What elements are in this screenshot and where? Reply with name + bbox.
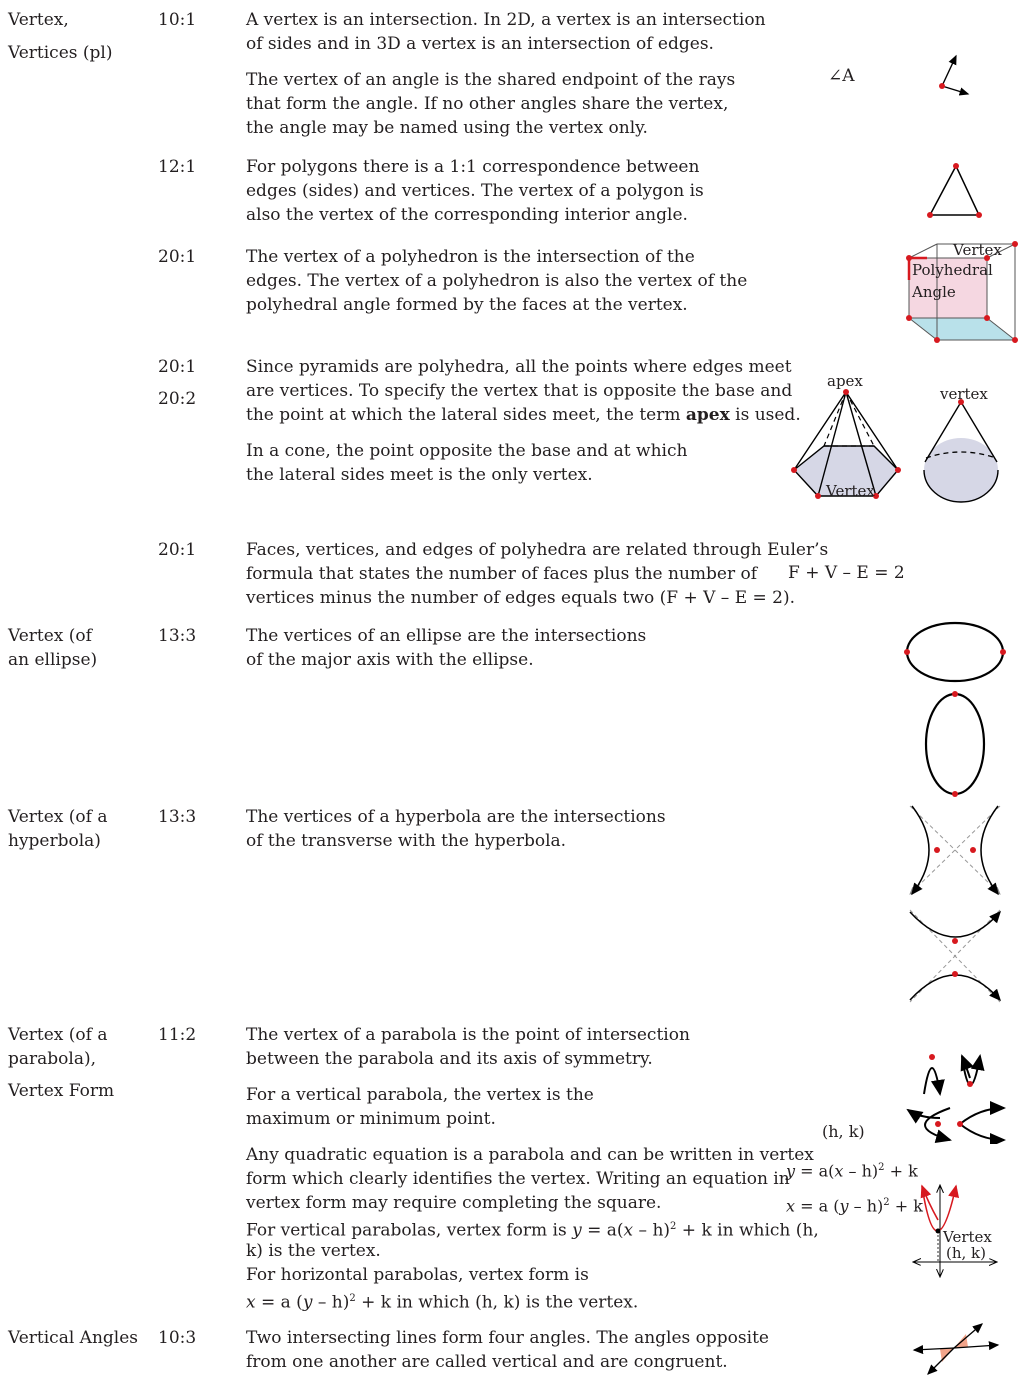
term-vertical-angles: Vertical Angles (8, 1328, 138, 1348)
definition-line: The vertex of an angle is the shared end… (246, 70, 736, 90)
definition-line: For a vertical parabola, the vertex is t… (246, 1085, 594, 1105)
definition-line: The vertex of a polyhedron is the inters… (246, 247, 695, 267)
ellipse-diagrams (904, 621, 1006, 797)
term-vertex-hyperbola: Vertex (of a (8, 807, 108, 827)
parabola-graph (910, 1180, 1000, 1280)
definition-line: from one another are called vertical and… (246, 1352, 728, 1372)
cone-diagram (923, 399, 999, 503)
definition-line: The vertices of a hyperbola are the inte… (246, 807, 666, 827)
definition-line: of the transverse with the hyperbola. (246, 831, 567, 851)
definition-line: Faces, vertices, and edges of polyhedra … (246, 540, 829, 560)
definition-line: The vertex of a parabola is the point of… (246, 1025, 690, 1045)
vertex-form-y: y = a(x – h)2 + k (786, 1161, 918, 1181)
pyramid-diagram (791, 389, 901, 499)
definition-line: Two intersecting lines form four angles.… (246, 1328, 769, 1348)
definition-line: For polygons there is a 1:1 corresponden… (246, 157, 700, 177)
definition-line: between the parabola and its axis of sym… (246, 1049, 653, 1069)
term-vertex-ellipse: Vertex (of (8, 626, 92, 646)
definition-line: of sides and in 3D a vertex is an inters… (246, 34, 714, 54)
ref-code: 20:1 (158, 357, 197, 377)
definition-line-apex: the point at which the lateral sides mee… (246, 405, 801, 425)
definition-line: formula that states the number of faces … (246, 564, 758, 584)
definition-line: the lateral sides meet is the only verte… (246, 465, 593, 485)
cube-diagram (906, 241, 1018, 343)
hyperbola-diagrams (909, 805, 1001, 1003)
term-vertex-form: Vertex Form (8, 1081, 115, 1101)
cube-angle-label: Angle (912, 283, 956, 301)
ref-code: 12:1 (158, 157, 197, 177)
pyramid-vertex-label: Vertex (826, 482, 875, 500)
euler-formula: F + V – E = 2 (788, 563, 905, 583)
parabola-orientations (906, 1054, 1006, 1144)
cone-vertex-label: vertex (940, 385, 988, 403)
ref-code: 13:3 (158, 807, 197, 827)
term-vertices-plural: Vertices (pl) (8, 43, 113, 63)
term-vertex-hyperbola: hyperbola) (8, 831, 101, 851)
ref-code: 20:1 (158, 540, 197, 560)
pyramid-apex-label: apex (827, 372, 863, 390)
definition-line: A vertex is an intersection. In 2D, a ve… (246, 10, 766, 30)
definition-line: k) is the vertex. (246, 1241, 381, 1261)
graph-hk-label: (h, k) (946, 1244, 986, 1262)
definition-line: are vertices. To specify the vertex that… (246, 381, 793, 401)
ref-code: 10:1 (158, 10, 197, 30)
definition-line: The vertices of an ellipse are the inter… (246, 626, 647, 646)
definition-line: also the vertex of the corresponding int… (246, 205, 688, 225)
term-vertex-parabola: Vertex (of a (8, 1025, 108, 1045)
definition-line: Any quadratic equation is a parabola and… (246, 1145, 814, 1165)
definition-line: For horizontal parabolas, vertex form is (246, 1265, 589, 1285)
definition-line: maximum or minimum point. (246, 1109, 496, 1129)
cube-polyhedral-label: Polyhedral (912, 261, 993, 279)
definition-line: of the major axis with the ellipse. (246, 650, 534, 670)
ref-code: 10:3 (158, 1328, 197, 1348)
definition-line: vertex form may require completing the s… (246, 1193, 662, 1213)
term-vertex-parabola: parabola), (8, 1049, 97, 1069)
hk-label: (h, k) (822, 1122, 865, 1141)
term-vertex: Vertex, (8, 10, 69, 30)
cube-vertex-label: Vertex (953, 241, 1002, 259)
vertex-form-x: x = a (y – h)2 + k (786, 1196, 923, 1216)
vertical-angles-diagram (912, 1323, 1000, 1375)
definition-line: edges (sides) and vertices. The vertex o… (246, 181, 704, 201)
ref-code: 11:2 (158, 1025, 197, 1045)
definition-line: vertices minus the number of edges equal… (246, 588, 796, 608)
ref-code: 20:2 (158, 389, 197, 409)
graph-vertex-label: Vertex (943, 1228, 992, 1246)
definition-line: form which clearly identifies the vertex… (246, 1169, 790, 1189)
ref-code: 20:1 (158, 247, 197, 267)
term-vertex-ellipse: an ellipse) (8, 650, 98, 670)
definition-line: edges. The vertex of a polyhedron is als… (246, 271, 748, 291)
definition-line: polyhedral angle formed by the faces at … (246, 295, 688, 315)
definition-line-horizontal-form: x = a (y – h)2 + k in which (h, k) is th… (246, 1292, 639, 1313)
angle-diagram (939, 54, 970, 96)
angle-name-label: ∠A (828, 66, 855, 86)
definition-line: that form the angle. If no other angles … (246, 94, 729, 114)
triangle-diagram (927, 163, 982, 218)
definition-line: the angle may be named using the vertex … (246, 118, 648, 138)
definition-line: Since pyramids are polyhedra, all the po… (246, 357, 792, 377)
ref-code: 13:3 (158, 626, 197, 646)
definition-line-vertical-form: For vertical parabolas, vertex form is y… (246, 1220, 819, 1241)
definition-line: In a cone, the point opposite the base a… (246, 441, 688, 461)
